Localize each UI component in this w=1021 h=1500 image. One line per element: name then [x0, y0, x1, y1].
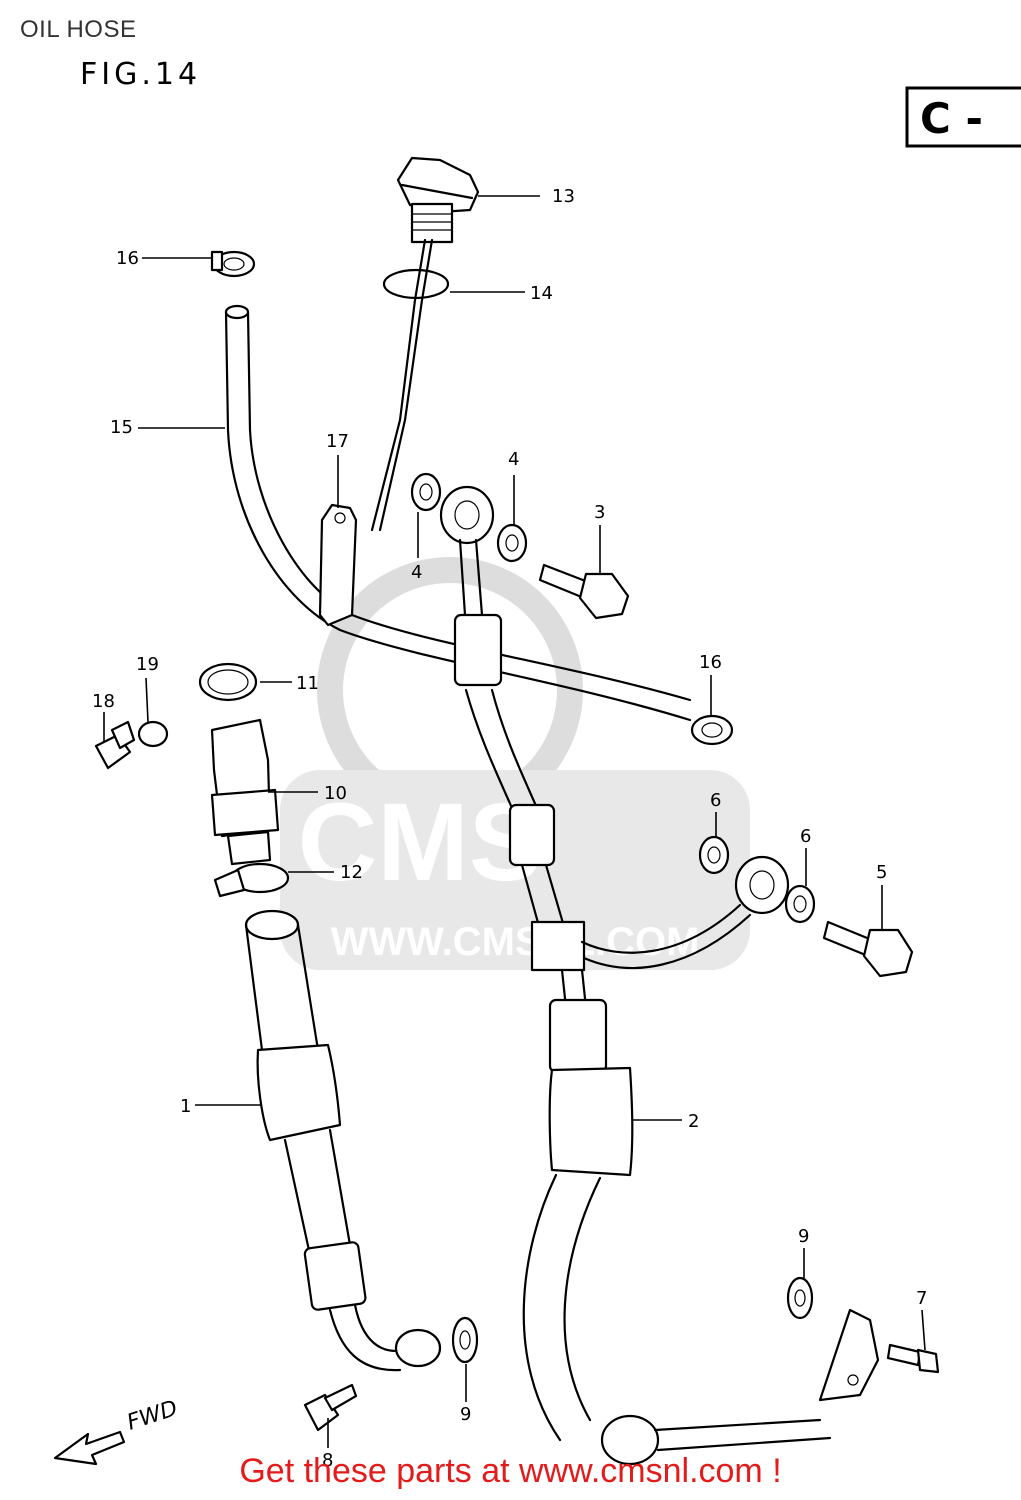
callout-7: 7 — [916, 1288, 927, 1309]
page-title: OIL HOSE — [20, 16, 137, 43]
hose-clamp-part-12 — [213, 862, 290, 898]
oil-hose-part-2 — [439, 485, 880, 1466]
watermark: CMS WWW.CMSNL.COM — [280, 557, 750, 970]
washer-part-4-left — [410, 472, 442, 512]
cap-part-19 — [137, 720, 169, 748]
callout-15: 15 — [110, 417, 133, 438]
hose-clamp-part-16-top — [210, 250, 256, 278]
callout-12: 12 — [340, 862, 363, 883]
washer-part-6-left — [698, 835, 730, 875]
dipstick — [370, 238, 427, 532]
union-part-10 — [210, 718, 280, 866]
breather-hose-part-15 — [224, 310, 692, 722]
callout-9-right: 9 — [798, 1226, 809, 1247]
callout-4-bottom: 4 — [411, 562, 422, 583]
callout-3: 3 — [594, 502, 605, 523]
callout-6-left: 6 — [710, 790, 721, 811]
callout-4-top: 4 — [508, 449, 519, 470]
callout-labels: 13 14 16 15 17 4 4 3 16 19 11 18 10 6 6 … — [92, 186, 927, 1471]
leader-lines — [103, 195, 926, 1448]
callout-6-right: 6 — [800, 826, 811, 847]
callout-19: 19 — [136, 654, 159, 675]
forward-label: FWD — [124, 1396, 181, 1436]
callout-16-top: 16 — [116, 248, 139, 269]
watermark-url: WWW.CMSNL.COM — [331, 920, 700, 964]
banjo-bolt-part-3 — [538, 563, 630, 620]
callout-2: 2 — [688, 1111, 699, 1132]
callout-8: 8 — [322, 1450, 333, 1471]
callout-17: 17 — [326, 431, 349, 452]
banjo-bolt-part-5 — [822, 920, 914, 978]
section-code-box: C - — [905, 86, 1021, 148]
watermark-logo: CMS — [298, 781, 542, 904]
callout-14: 14 — [530, 283, 553, 304]
callout-10: 10 — [324, 783, 347, 804]
washer-part-4-right — [496, 523, 528, 563]
get-parts-link[interactable]: Get these parts at www.cmsnl.com ! — [239, 1452, 782, 1490]
callout-11: 11 — [296, 673, 319, 694]
callout-9-left: 9 — [460, 1404, 471, 1425]
oil-filler-cap-part-13 — [396, 156, 480, 244]
figure-label: FIG.14 — [80, 57, 201, 92]
bolt-part-18 — [94, 720, 136, 770]
bracket-part-17 — [318, 503, 358, 627]
bolt-part-8 — [303, 1383, 358, 1432]
washer-part-6-right — [784, 884, 816, 924]
callout-5: 5 — [876, 862, 887, 883]
oil-hose-part-1 — [244, 909, 442, 1372]
callout-1: 1 — [180, 1096, 191, 1117]
callout-13: 13 — [552, 186, 575, 207]
section-code: C - — [920, 94, 983, 143]
callout-16-right: 16 — [699, 652, 722, 673]
hose-clamp-part-16-right — [690, 714, 734, 746]
washer-part-9-right — [786, 1276, 814, 1320]
washer-part-9-left — [451, 1316, 479, 1364]
callout-18: 18 — [92, 691, 115, 712]
bolt-part-7 — [886, 1343, 940, 1374]
